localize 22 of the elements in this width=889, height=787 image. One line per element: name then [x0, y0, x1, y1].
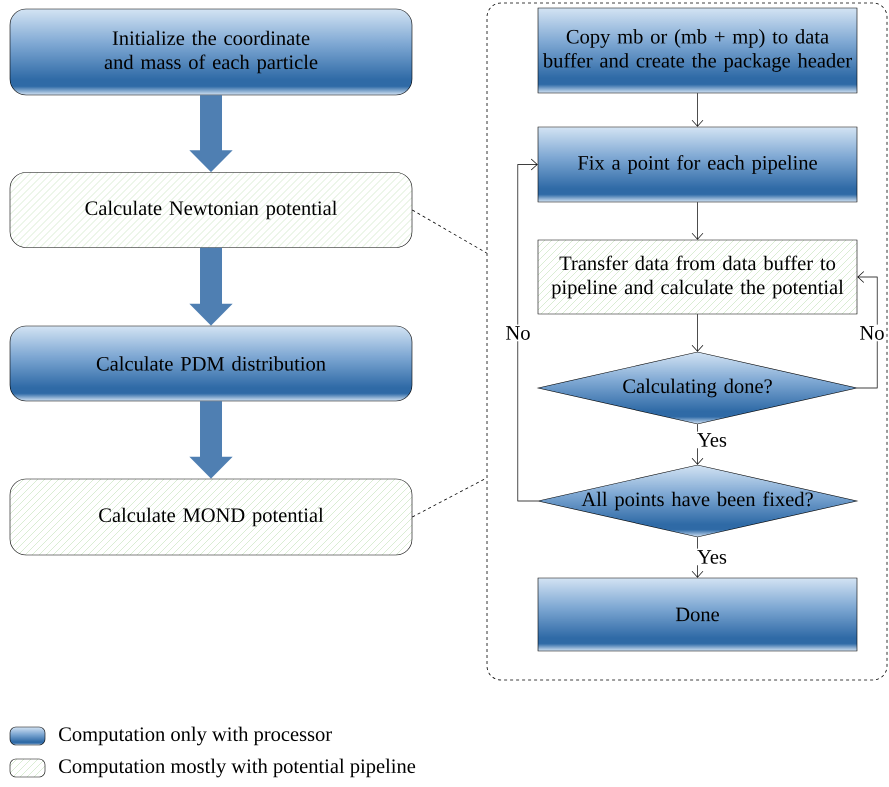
edge-label: Yes	[696, 432, 728, 448]
process-box: Transfer data from data buffer to pipeline and calculate the potential	[538, 240, 858, 314]
arrow	[856, 271, 878, 388]
arrow	[517, 158, 538, 502]
process-box: Calculate PDM distribution	[10, 326, 412, 402]
legend-text: Computation mostly with potential pipeline	[59, 758, 416, 778]
dashed-line	[412, 210, 487, 254]
edge-label: No	[504, 324, 532, 342]
process-box: Initialize the coordinate and mass of each particle	[10, 8, 412, 96]
process-box: Copy mb or (mb + mp) to data buffer and create the package header	[538, 8, 858, 94]
legend-text: Computation only with processor	[59, 726, 332, 746]
arrow	[692, 314, 704, 352]
arrow	[692, 92, 704, 127]
dashed-frame	[486, 2, 888, 680]
dashed-line	[412, 478, 487, 518]
process-box: Calculate MOND potential	[10, 478, 412, 556]
process-box: Done	[538, 578, 858, 652]
process-box: Fix a point for each pipeline	[538, 126, 858, 202]
process-box: Calculate Newtonian potential	[10, 172, 412, 248]
edge-label: No	[858, 324, 886, 342]
edge-label: Yes	[696, 548, 728, 566]
arrow	[692, 202, 704, 240]
